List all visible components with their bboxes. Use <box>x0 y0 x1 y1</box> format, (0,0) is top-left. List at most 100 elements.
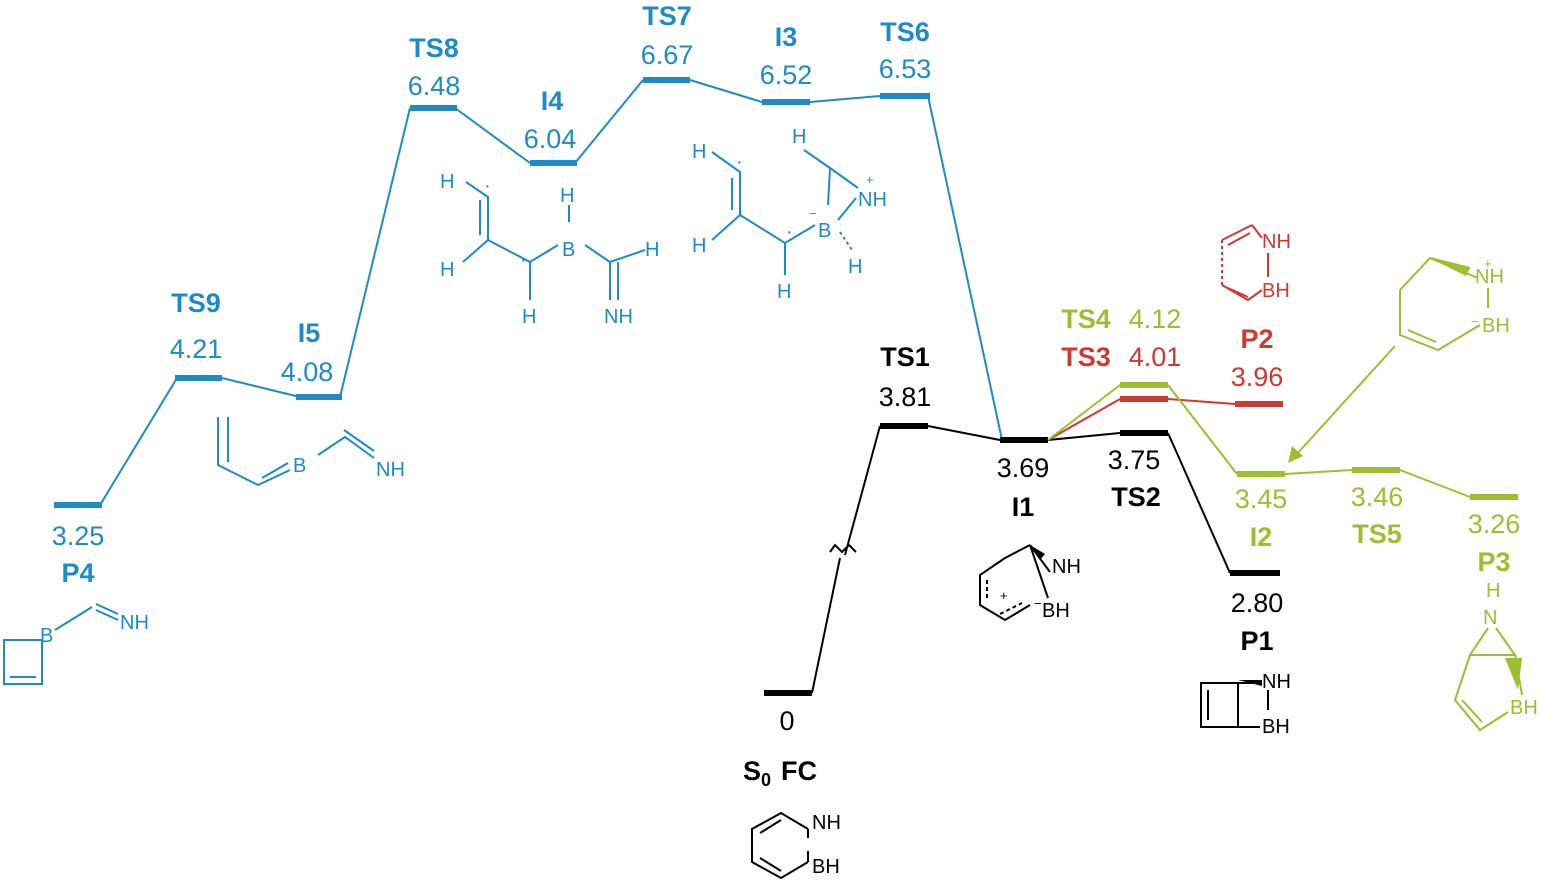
i5-nh: NH <box>376 459 405 481</box>
i3-h4: H <box>792 126 806 148</box>
i1-energy: 3.69 <box>997 453 1050 483</box>
i5-label: I5 <box>298 318 321 348</box>
i1-label: I1 <box>1012 492 1035 522</box>
i3-label: I3 <box>775 22 798 52</box>
p4-label: P4 <box>61 558 94 588</box>
i4-h4: H <box>560 185 574 207</box>
i5-structure <box>217 417 375 487</box>
ts3-label: TS3 <box>1061 342 1111 372</box>
ts8-label: TS8 <box>409 33 459 63</box>
p4-b: B <box>40 625 53 647</box>
i4-h5: H <box>645 239 659 261</box>
blue-levels <box>54 77 930 508</box>
p1-bh: BH <box>1262 716 1290 738</box>
i2-bh: BH <box>1482 315 1510 337</box>
i4-nh: NH <box>604 306 633 328</box>
i5-b: B <box>293 455 306 477</box>
i1-minus: − <box>1034 596 1042 611</box>
ts4-energy: 4.12 <box>1129 304 1182 334</box>
i4-dot1: · <box>484 175 491 197</box>
i4-b: B <box>562 239 575 261</box>
arrow-head-green <box>1288 446 1303 463</box>
ts9-label: TS9 <box>171 288 221 318</box>
i3-h1: H <box>692 141 706 163</box>
black-levels <box>764 423 1280 696</box>
s0-bh: BH <box>812 856 840 878</box>
red-pathway <box>1047 396 1283 441</box>
i3-dot1: · <box>736 151 743 173</box>
ts3-energy: 4.01 <box>1129 342 1182 372</box>
p4-structure <box>3 603 119 685</box>
ts9-energy: 4.21 <box>170 334 223 364</box>
i3-h3: H <box>777 281 791 303</box>
i4-h2: H <box>440 259 454 281</box>
black-connectors <box>811 425 1231 694</box>
i4-energy: 6.04 <box>524 124 577 154</box>
i2-nh: NH <box>1475 266 1504 288</box>
p2-label: P2 <box>1240 324 1273 354</box>
i1-bh: BH <box>1042 600 1070 622</box>
i2-energy: 3.45 <box>1235 484 1288 514</box>
ts1-energy: 3.81 <box>879 382 932 412</box>
ts4-label: TS4 <box>1061 304 1111 334</box>
i3-h2: H <box>692 235 706 257</box>
p1-energy: 2.80 <box>1231 588 1284 618</box>
ts5-label: TS5 <box>1352 519 1402 549</box>
i3-plus: + <box>866 172 874 187</box>
ts7-label: TS7 <box>642 1 692 31</box>
p1-structure <box>1200 682 1269 728</box>
ts2-label: TS2 <box>1111 482 1161 512</box>
p1-nh: NH <box>1262 671 1291 693</box>
p4-nh: NH <box>120 612 149 634</box>
blue-labels: TS6 6.53 I3 6.52 TS7 6.67 I4 6.04 TS8 6.… <box>52 1 932 588</box>
ts5-energy: 3.46 <box>1351 482 1404 512</box>
i3-energy: 6.52 <box>760 60 813 90</box>
i4-h3: H <box>522 306 536 328</box>
p3-energy: 3.26 <box>1468 509 1521 539</box>
i3-nh: NH <box>858 189 887 211</box>
i4-dot2: · <box>520 249 527 271</box>
p4-energy: 3.25 <box>52 521 105 551</box>
i3-h5: H <box>848 256 862 278</box>
ts8-energy: 6.48 <box>408 71 461 101</box>
p3-n: N <box>1483 607 1497 629</box>
i4-label: I4 <box>541 86 564 116</box>
i3-dot2: · <box>786 221 793 243</box>
i3-structure <box>711 149 859 275</box>
ts6-label: TS6 <box>880 17 930 47</box>
p2-bh: BH <box>1262 280 1290 302</box>
i2-label: I2 <box>1250 522 1273 552</box>
green-labels: TS4 4.12 3.45 I2 3.46 TS5 3.26 P3 <box>1061 304 1520 577</box>
i3-minus: − <box>809 206 817 221</box>
i5-energy: 4.08 <box>281 357 334 387</box>
p1-label: P1 <box>1240 626 1273 656</box>
i4-structure <box>462 181 646 300</box>
blue-connectors <box>99 79 1003 506</box>
p3-h: H <box>1486 580 1500 602</box>
black-pathway <box>764 423 1280 696</box>
i2-minus: − <box>1471 314 1479 329</box>
ts7-energy: 6.67 <box>641 40 694 70</box>
p2-nh: NH <box>1262 231 1291 253</box>
i1-nh: NH <box>1052 556 1081 578</box>
p2-structure <box>1221 224 1269 302</box>
s0-structure <box>751 811 809 880</box>
ts2-energy: 3.75 <box>1108 445 1161 475</box>
ts1-label: TS1 <box>880 342 930 372</box>
red-labels: TS3 4.01 P2 3.96 <box>1061 324 1283 392</box>
i4-h1: H <box>440 171 454 193</box>
i3-b: B <box>818 220 831 242</box>
green-pathway <box>1047 345 1518 500</box>
ts6-energy: 6.53 <box>879 54 932 84</box>
i2-plus: + <box>1484 256 1492 271</box>
blue-pathway <box>54 77 1003 508</box>
p3-bh: BH <box>1510 697 1538 719</box>
i1-plus: + <box>1000 588 1008 603</box>
s0-energy: 0 <box>779 706 794 736</box>
p2-energy: 3.96 <box>1231 362 1284 392</box>
s0-nh: NH <box>812 812 841 834</box>
p3-label: P3 <box>1477 547 1510 577</box>
